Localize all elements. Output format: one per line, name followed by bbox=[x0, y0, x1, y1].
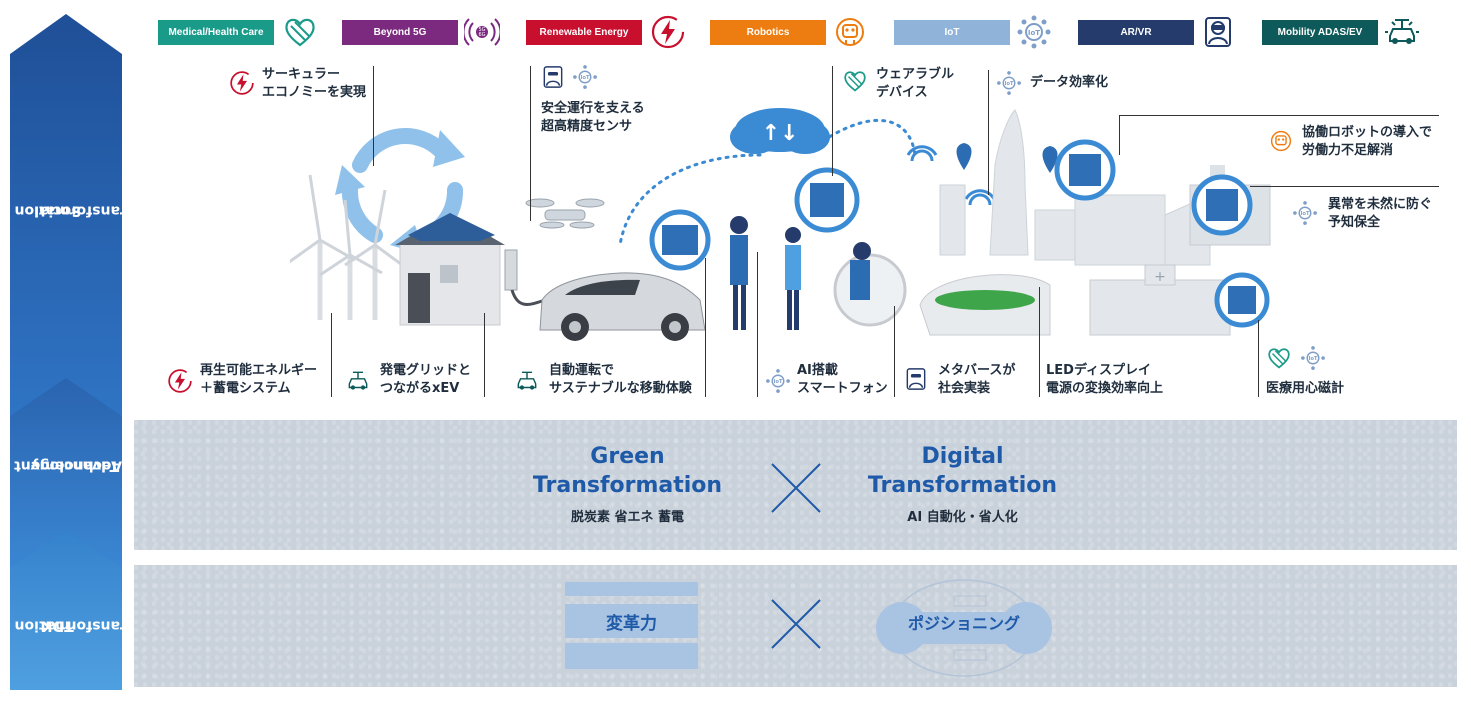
robot-head-icon bbox=[1270, 130, 1292, 152]
category-mobility: Mobility ADAS/EV bbox=[1262, 20, 1378, 45]
svg-text:IoT: IoT bbox=[774, 379, 783, 385]
callout-circular-economy: サーキュラーエコノミーを実現 bbox=[262, 67, 367, 100]
wifi-icon bbox=[906, 145, 938, 162]
svg-text:IoT: IoT bbox=[1028, 29, 1040, 37]
category-renewable-energy: Renewable Energy bbox=[526, 20, 642, 45]
svg-text:IoT: IoT bbox=[1309, 356, 1318, 362]
cloud-icon: ↑↓ bbox=[730, 108, 830, 154]
iot-network-icon: IoT bbox=[1293, 201, 1317, 225]
people-with-phones bbox=[730, 216, 801, 330]
technology-band bbox=[134, 420, 1457, 550]
iot-network-icon: IoT bbox=[573, 65, 597, 89]
category-ar-vr: AR/VR bbox=[1078, 20, 1194, 45]
tdk-arrow bbox=[10, 530, 122, 690]
svg-text:+: + bbox=[1154, 269, 1166, 285]
callout-renewable-storage: 再生可能エネルギー＋蓄電システム bbox=[200, 363, 318, 396]
stadium bbox=[919, 274, 1051, 336]
category-beyond-5g: Beyond 5G bbox=[342, 20, 458, 45]
connected-car-icon bbox=[517, 371, 537, 390]
svg-text:6G: 6G bbox=[478, 32, 485, 38]
callout-medical-magnetometer: 医療用心磁計 bbox=[1266, 381, 1345, 396]
lightning-icon bbox=[651, 15, 685, 49]
callout-led-display: LEDディスプレイ電源の変換効率向上 bbox=[1046, 363, 1164, 396]
hospital: + bbox=[1089, 264, 1231, 336]
5g-signal-icon: 5G 6G bbox=[464, 18, 500, 46]
left-arrow-column bbox=[10, 14, 122, 690]
category-robotics: Robotics bbox=[710, 20, 826, 45]
metaverse-chair bbox=[833, 242, 907, 327]
positioning-label: ポジショニング bbox=[907, 614, 1020, 633]
multiply-cross-icon bbox=[771, 599, 821, 649]
lightning-icon bbox=[168, 369, 192, 393]
heart-cross-icon bbox=[844, 71, 866, 92]
iot-network-icon: IoT bbox=[997, 71, 1021, 95]
digital-transformation-subtitle: AI 自動化・省人化 bbox=[907, 510, 1018, 525]
vr-headset-icon bbox=[543, 66, 563, 88]
callout-predictive-maintenance: 異常を未然に防ぐ予知保全 bbox=[1328, 197, 1433, 230]
connected-car-icon bbox=[1385, 19, 1419, 44]
callout-autonomous-driving: 自動運転でサステナブルな移動体験 bbox=[549, 363, 692, 396]
heart-cross-icon bbox=[285, 18, 315, 47]
svg-text:IoT: IoT bbox=[1301, 211, 1310, 217]
robot-head-icon bbox=[836, 18, 864, 46]
heart-cross-icon bbox=[1268, 348, 1290, 369]
category-medical: Medical/Health Care bbox=[158, 20, 274, 45]
lightning-icon bbox=[230, 71, 254, 95]
map-pin-icon bbox=[956, 143, 972, 170]
svg-text:5G: 5G bbox=[478, 27, 485, 33]
social-arrow bbox=[10, 14, 122, 416]
multiply-cross-icon bbox=[771, 463, 821, 513]
callout-data-efficiency: データ効率化 bbox=[1030, 75, 1109, 90]
transform-bar-bottom bbox=[565, 643, 698, 669]
vr-headset-icon bbox=[1205, 17, 1231, 47]
house-with-solar bbox=[395, 213, 518, 326]
electric-car bbox=[539, 272, 706, 341]
positioning-diagram bbox=[876, 579, 1052, 677]
smart-city-illustration: ↑↓ bbox=[290, 108, 1271, 341]
svg-text:IoT: IoT bbox=[1005, 81, 1014, 87]
wind-turbines bbox=[317, 240, 378, 320]
drone bbox=[525, 198, 605, 229]
callout-wearable: ウェアラブルデバイス bbox=[876, 67, 955, 100]
category-iot: IoT bbox=[894, 20, 1010, 45]
iot-network-icon: IoT bbox=[766, 369, 790, 393]
connected-car-icon bbox=[348, 371, 368, 390]
transformation-power-label: 変革力 bbox=[565, 604, 698, 638]
svg-text:IoT: IoT bbox=[581, 75, 590, 81]
iot-network-icon: IoT bbox=[1017, 15, 1051, 49]
technology-arrow bbox=[10, 378, 122, 568]
svg-text:↑↓: ↑↓ bbox=[762, 121, 799, 146]
transform-bar-top bbox=[565, 582, 698, 596]
callout-metaverse: メタバースが社会実装 bbox=[938, 363, 1016, 396]
iot-network-icon: IoT bbox=[1301, 346, 1325, 370]
callout-precision-sensor: 安全運行を支える超高精度センサ bbox=[541, 101, 645, 134]
callout-ai-smartphone: AI搭載スマートフォン bbox=[797, 363, 888, 396]
callout-cobot: 協働ロボットの導入で労働力不足解消 bbox=[1302, 125, 1433, 158]
green-transformation-subtitle: 脱炭素 省エネ 蓄電 bbox=[570, 510, 685, 525]
tdk-band bbox=[134, 565, 1457, 687]
vr-headset-icon bbox=[906, 368, 926, 390]
callout-grid-xev: 発電グリッドとつながるxEV bbox=[380, 363, 472, 396]
